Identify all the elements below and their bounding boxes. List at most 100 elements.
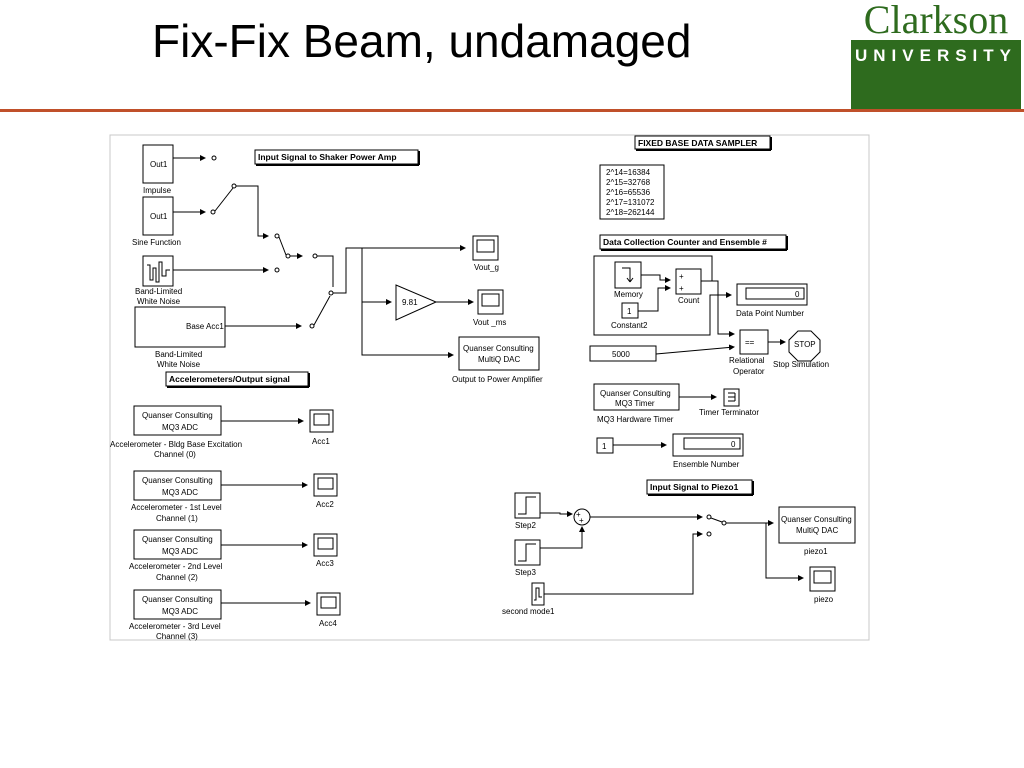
mq3-timer-block[interactable]: Quanser Consulting MQ3 Timer MQ3 Hardwar…: [593, 383, 680, 424]
step2-block[interactable]: Step2: [514, 492, 541, 530]
piezo-scope[interactable]: piezo: [809, 566, 836, 604]
acc1-scope[interactable]: Acc1: [309, 409, 334, 446]
constant2-value: 1: [627, 307, 632, 316]
timer-terminator-block[interactable]: Timer Terminator: [699, 388, 759, 417]
pow-line-2: 2^15=32768: [606, 178, 651, 187]
ensemble-label: Ensemble Number: [673, 460, 740, 469]
ensemble-constant-value: 1: [602, 442, 607, 451]
vout-g-scope[interactable]: Vout_g: [472, 235, 499, 272]
piezo-dac-block[interactable]: Quanser Consulting MultiQ DAC piezo1: [778, 506, 856, 556]
header-fixed-base: FIXED BASE DATA SAMPLER: [634, 135, 772, 151]
sine-block[interactable]: Out1 Sine Function: [132, 196, 181, 247]
band-limited-noise-block[interactable]: Band-Limited White Noise: [135, 255, 182, 306]
timer-terminator-label: Timer Terminator: [699, 408, 759, 417]
pow-line-3: 2^16=65536: [606, 188, 651, 197]
piezo-wiring: [540, 511, 804, 595]
dac-text-2: MultiQ DAC: [478, 355, 520, 364]
acc-adc-2-label-2: Channel (2): [156, 573, 198, 582]
acc-adc-2-label-1: Accelerometer - 2nd Level: [129, 562, 223, 571]
memory-block[interactable]: Memory: [614, 261, 643, 299]
base-acc-port: Base Acc1: [186, 322, 224, 331]
acc3-label: Acc3: [316, 559, 334, 568]
sum-plus-2: +: [579, 516, 584, 525]
acc-adc-2-text-2: MQ3 ADC: [162, 547, 198, 556]
gain-block[interactable]: 9.81: [395, 284, 438, 321]
vout-g-label: Vout_g: [474, 263, 499, 272]
second-mode-label: second mode1: [502, 607, 555, 616]
acc-adc-0-text-2: MQ3 ADC: [162, 423, 198, 432]
data-point-display[interactable]: 0 Data Point Number: [736, 283, 808, 318]
pow-line-4: 2^17=131072: [606, 198, 655, 207]
acc4-scope[interactable]: Acc4: [316, 592, 341, 628]
ensemble-value: 0: [731, 440, 736, 449]
header-input-signal: Input Signal to Shaker Power Amp: [254, 149, 420, 166]
acc3-scope[interactable]: Acc3: [313, 533, 338, 568]
header-piezo-signal: Input Signal to Piezo1: [646, 479, 754, 496]
impulse-block[interactable]: Out1 Impulse: [142, 144, 174, 195]
timer-label: MQ3 Hardware Timer: [597, 415, 674, 424]
relational-operator-block[interactable]: == Relational Operator: [729, 329, 769, 376]
pow-line-5: 2^18=262144: [606, 208, 655, 217]
sum-block[interactable]: + +: [573, 508, 591, 526]
acc2-label: Acc2: [316, 500, 334, 509]
base-acc-block[interactable]: Base Acc1 Band-Limited White Noise: [134, 306, 226, 369]
ensemble-constant-block[interactable]: 1: [596, 437, 614, 454]
acc-adc-1-label-2: Channel (1): [156, 514, 198, 523]
acc-adc-0-text-1: Quanser Consulting: [142, 411, 213, 420]
count-plus-2: +: [679, 284, 684, 293]
piezo-dac-text-2: MultiQ DAC: [796, 526, 838, 535]
header-data-collection: Data Collection Counter and Ensemble #: [599, 234, 788, 251]
title-divider: [0, 109, 1024, 112]
step2-label: Step2: [515, 521, 536, 530]
const-5000-value: 5000: [612, 350, 630, 359]
header-fixed-base-text: FIXED BASE DATA SAMPLER: [638, 138, 757, 148]
dac-label: Output to Power Amplifier: [452, 375, 543, 384]
logo-subtitle: UNIVERSITY: [854, 46, 1018, 65]
acc-adc-3-label-1: Accelerometer - 3rd Level: [129, 622, 221, 631]
acc1-label: Acc1: [312, 437, 330, 446]
timer-text-1: Quanser Consulting: [600, 389, 671, 398]
header-piezo-signal-text: Input Signal to Piezo1: [650, 482, 739, 492]
piezo-scope-label: piezo: [814, 595, 834, 604]
timer-text-2: MQ3 Timer: [615, 399, 655, 408]
acc-adc-0-label-2: Channel (0): [154, 450, 196, 459]
sum-plus-1: +: [576, 510, 581, 519]
counter-wiring: [593, 255, 786, 355]
vout-ms-scope[interactable]: Vout _ms: [473, 289, 506, 327]
const-5000-block[interactable]: 5000: [589, 345, 657, 362]
band-limited-label-1: Band-Limited: [135, 287, 182, 296]
gain-value: 9.81: [402, 298, 418, 307]
impulse-label: Impulse: [143, 186, 172, 195]
header-accelerometers: Accelerometers/Output signal: [165, 371, 310, 388]
logo-band: [851, 40, 1021, 109]
acc4-label: Acc4: [319, 619, 337, 628]
logo-word: Clarkson: [851, 0, 1021, 40]
acc-adc-3[interactable]: Quanser Consulting MQ3 ADC Accelerometer…: [129, 589, 222, 641]
piezo-dac-label: piezo1: [804, 547, 828, 556]
rel-op-symbol: ==: [745, 338, 755, 347]
constant2-label: Constant2: [611, 321, 648, 330]
acc2-scope[interactable]: Acc2: [313, 473, 338, 509]
ensemble-display[interactable]: 0 Ensemble Number: [672, 433, 744, 469]
count-label: Count: [678, 296, 700, 305]
stop-block[interactable]: STOP Stop Simulation: [773, 330, 829, 369]
acc-adc-3-text-2: MQ3 ADC: [162, 607, 198, 616]
dac-text-1: Quanser Consulting: [463, 344, 534, 353]
band-limited-label-2: White Noise: [137, 297, 181, 306]
acc-adc-3-label-2: Channel (3): [156, 632, 198, 641]
dac-output-block[interactable]: Quanser Consulting MultiQ DAC Output to …: [452, 336, 543, 384]
data-point-label: Data Point Number: [736, 309, 804, 318]
count-plus-1: +: [679, 272, 684, 281]
constant2-block[interactable]: 1 Constant2: [611, 302, 648, 330]
step3-block[interactable]: Step3: [514, 539, 541, 577]
header-accelerometers-text: Accelerometers/Output signal: [169, 374, 290, 384]
acc-adc-2[interactable]: Quanser Consulting MQ3 ADC Accelerometer…: [129, 529, 223, 582]
count-sum-block[interactable]: + + Count: [675, 268, 702, 305]
memory-label: Memory: [614, 290, 643, 299]
acc-adc-3-text-1: Quanser Consulting: [142, 595, 213, 604]
band-limited2-label-2: White Noise: [157, 360, 201, 369]
source-wiring: [172, 155, 474, 358]
band-limited2-label-1: Band-Limited: [155, 350, 202, 359]
stop-text: STOP: [794, 340, 816, 349]
power-table-block[interactable]: 2^14=16384 2^15=32768 2^16=65536 2^17=13…: [599, 164, 665, 220]
